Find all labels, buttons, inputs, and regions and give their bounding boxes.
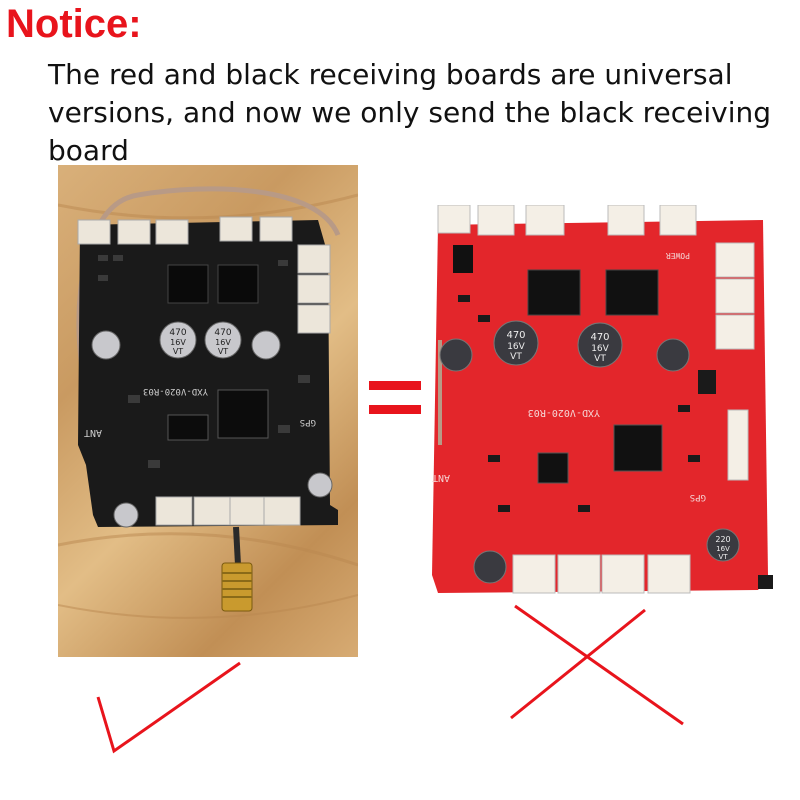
red-cap-3-code: VT — [718, 553, 728, 561]
red-board-illustration: 470 16V VT 470 16V VT 220 16V VT YXD-V02… — [432, 205, 773, 594]
cross-mark-icon — [510, 604, 684, 726]
notice-title: Notice: — [6, 2, 142, 46]
black-board-illustration: 470 16V VT 470 16V VT YXD-V020-R03 ANT G… — [58, 186, 358, 619]
red-board-gps: GPS — [690, 492, 706, 502]
red-cap-1-voltage: 16V — [507, 342, 525, 352]
red-cap-2-voltage: 16V — [591, 344, 609, 354]
black-board-gps: GPS — [300, 417, 316, 427]
black-cap-1-code: VT — [173, 347, 183, 356]
red-cap-2-code: VT — [594, 354, 606, 364]
red-board-model: YXD-V020-R03 — [528, 407, 600, 418]
red-cap-3-voltage: 16V — [716, 545, 730, 553]
check-mark-icon — [96, 661, 241, 754]
black-board-model: YXD-V020-R03 — [143, 386, 208, 396]
notice-text: The red and black receiving boards are u… — [48, 58, 772, 167]
black-cap-2-voltage: 16V — [215, 338, 231, 347]
black-cap-2-value: 470 — [214, 328, 231, 338]
red-cap-2-value: 470 — [590, 332, 609, 343]
red-cap-1-code: VT — [510, 352, 522, 362]
red-cap-3-value: 220 — [715, 535, 730, 544]
red-cap-1-value: 470 — [506, 330, 525, 341]
black-board-photo: 470 16V VT 470 16V VT YXD-V020-R03 ANT G… — [58, 165, 358, 657]
equals-sign-icon — [369, 381, 421, 414]
black-board-ant: ANT — [84, 427, 102, 438]
red-board-photo: 470 16V VT 470 16V VT 220 16V VT YXD-V02… — [428, 205, 773, 600]
red-board-ant: ANT — [432, 472, 450, 483]
black-cap-2-code: VT — [218, 347, 228, 356]
black-cap-1-voltage: 16V — [170, 338, 186, 347]
black-cap-1-value: 470 — [169, 328, 186, 338]
red-board-power: POWER — [666, 251, 690, 260]
